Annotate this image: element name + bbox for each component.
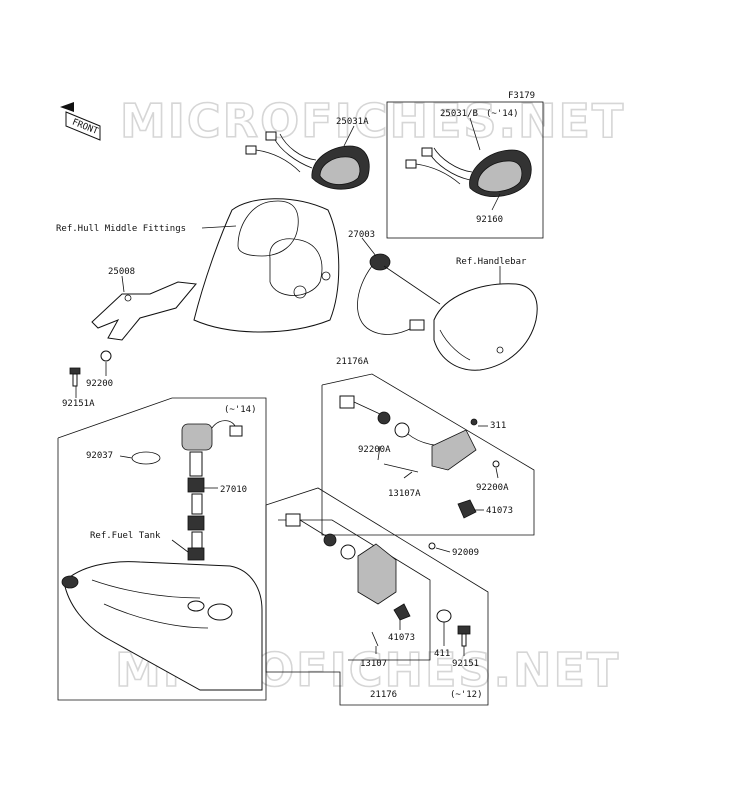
leader-lines (75, 117, 501, 656)
label-range14-mid: (~'14) (224, 405, 257, 415)
label-25008: 25008 (108, 267, 135, 277)
diagram-code: F3179 (508, 91, 535, 101)
label-92200a-1: 92200A (358, 445, 391, 455)
label-92200: 92200 (86, 379, 113, 389)
label-41073-2: 41073 (388, 633, 415, 643)
label-92037: 92037 (86, 451, 113, 461)
meter-25031b-part (405, 147, 532, 197)
label-range14-top: (~'14) (486, 109, 519, 119)
hull-middle-fittings-part (193, 198, 340, 333)
label-411: 411 (434, 649, 450, 659)
label-25031b: 25031/B (440, 109, 478, 119)
clamp-92037-icon (131, 451, 161, 465)
label-92160: 92160 (476, 215, 503, 225)
part-labels: F3179 25031A 25031/B (~'14) 92160 Ref.Hu… (56, 91, 535, 700)
nut-92200-icon (100, 350, 112, 362)
switch-21176a-part (339, 395, 500, 550)
handlebar-part (433, 283, 538, 371)
label-92009: 92009 (452, 548, 479, 558)
label-ref-hull: Ref.Hull Middle Fittings (56, 224, 186, 234)
label-25031a: 25031A (336, 117, 369, 127)
watermark-top: MICROFICHES.NET (120, 94, 625, 148)
label-27010: 27010 (220, 485, 247, 495)
label-41073-1: 41073 (486, 506, 513, 516)
fuel-tank-part (61, 561, 263, 691)
switch-21176-part (285, 513, 471, 647)
meter-25031a-part (245, 131, 370, 190)
label-21176: 21176 (370, 690, 397, 700)
label-311: 311 (490, 421, 506, 431)
bracket-25008-part (91, 281, 197, 341)
label-27003: 27003 (348, 230, 375, 240)
label-92200a-2: 92200A (476, 483, 509, 493)
bolt-92151a-icon (69, 367, 81, 387)
front-arrow-icon: FRONT (60, 102, 101, 141)
label-92151a: 92151A (62, 399, 95, 409)
sensor-27003-part (357, 253, 425, 335)
label-ref-fuel: Ref.Fuel Tank (90, 531, 161, 541)
group-frames (57, 101, 544, 706)
fuel-pump-27010-part (131, 420, 243, 561)
label-ref-handlebar: Ref.Handlebar (456, 257, 527, 267)
label-13107a: 13107A (388, 489, 421, 499)
label-range12: (~'12) (450, 690, 483, 700)
label-13107: 13107 (360, 659, 387, 669)
label-21176a: 21176A (336, 357, 369, 367)
label-92151: 92151 (452, 659, 479, 669)
